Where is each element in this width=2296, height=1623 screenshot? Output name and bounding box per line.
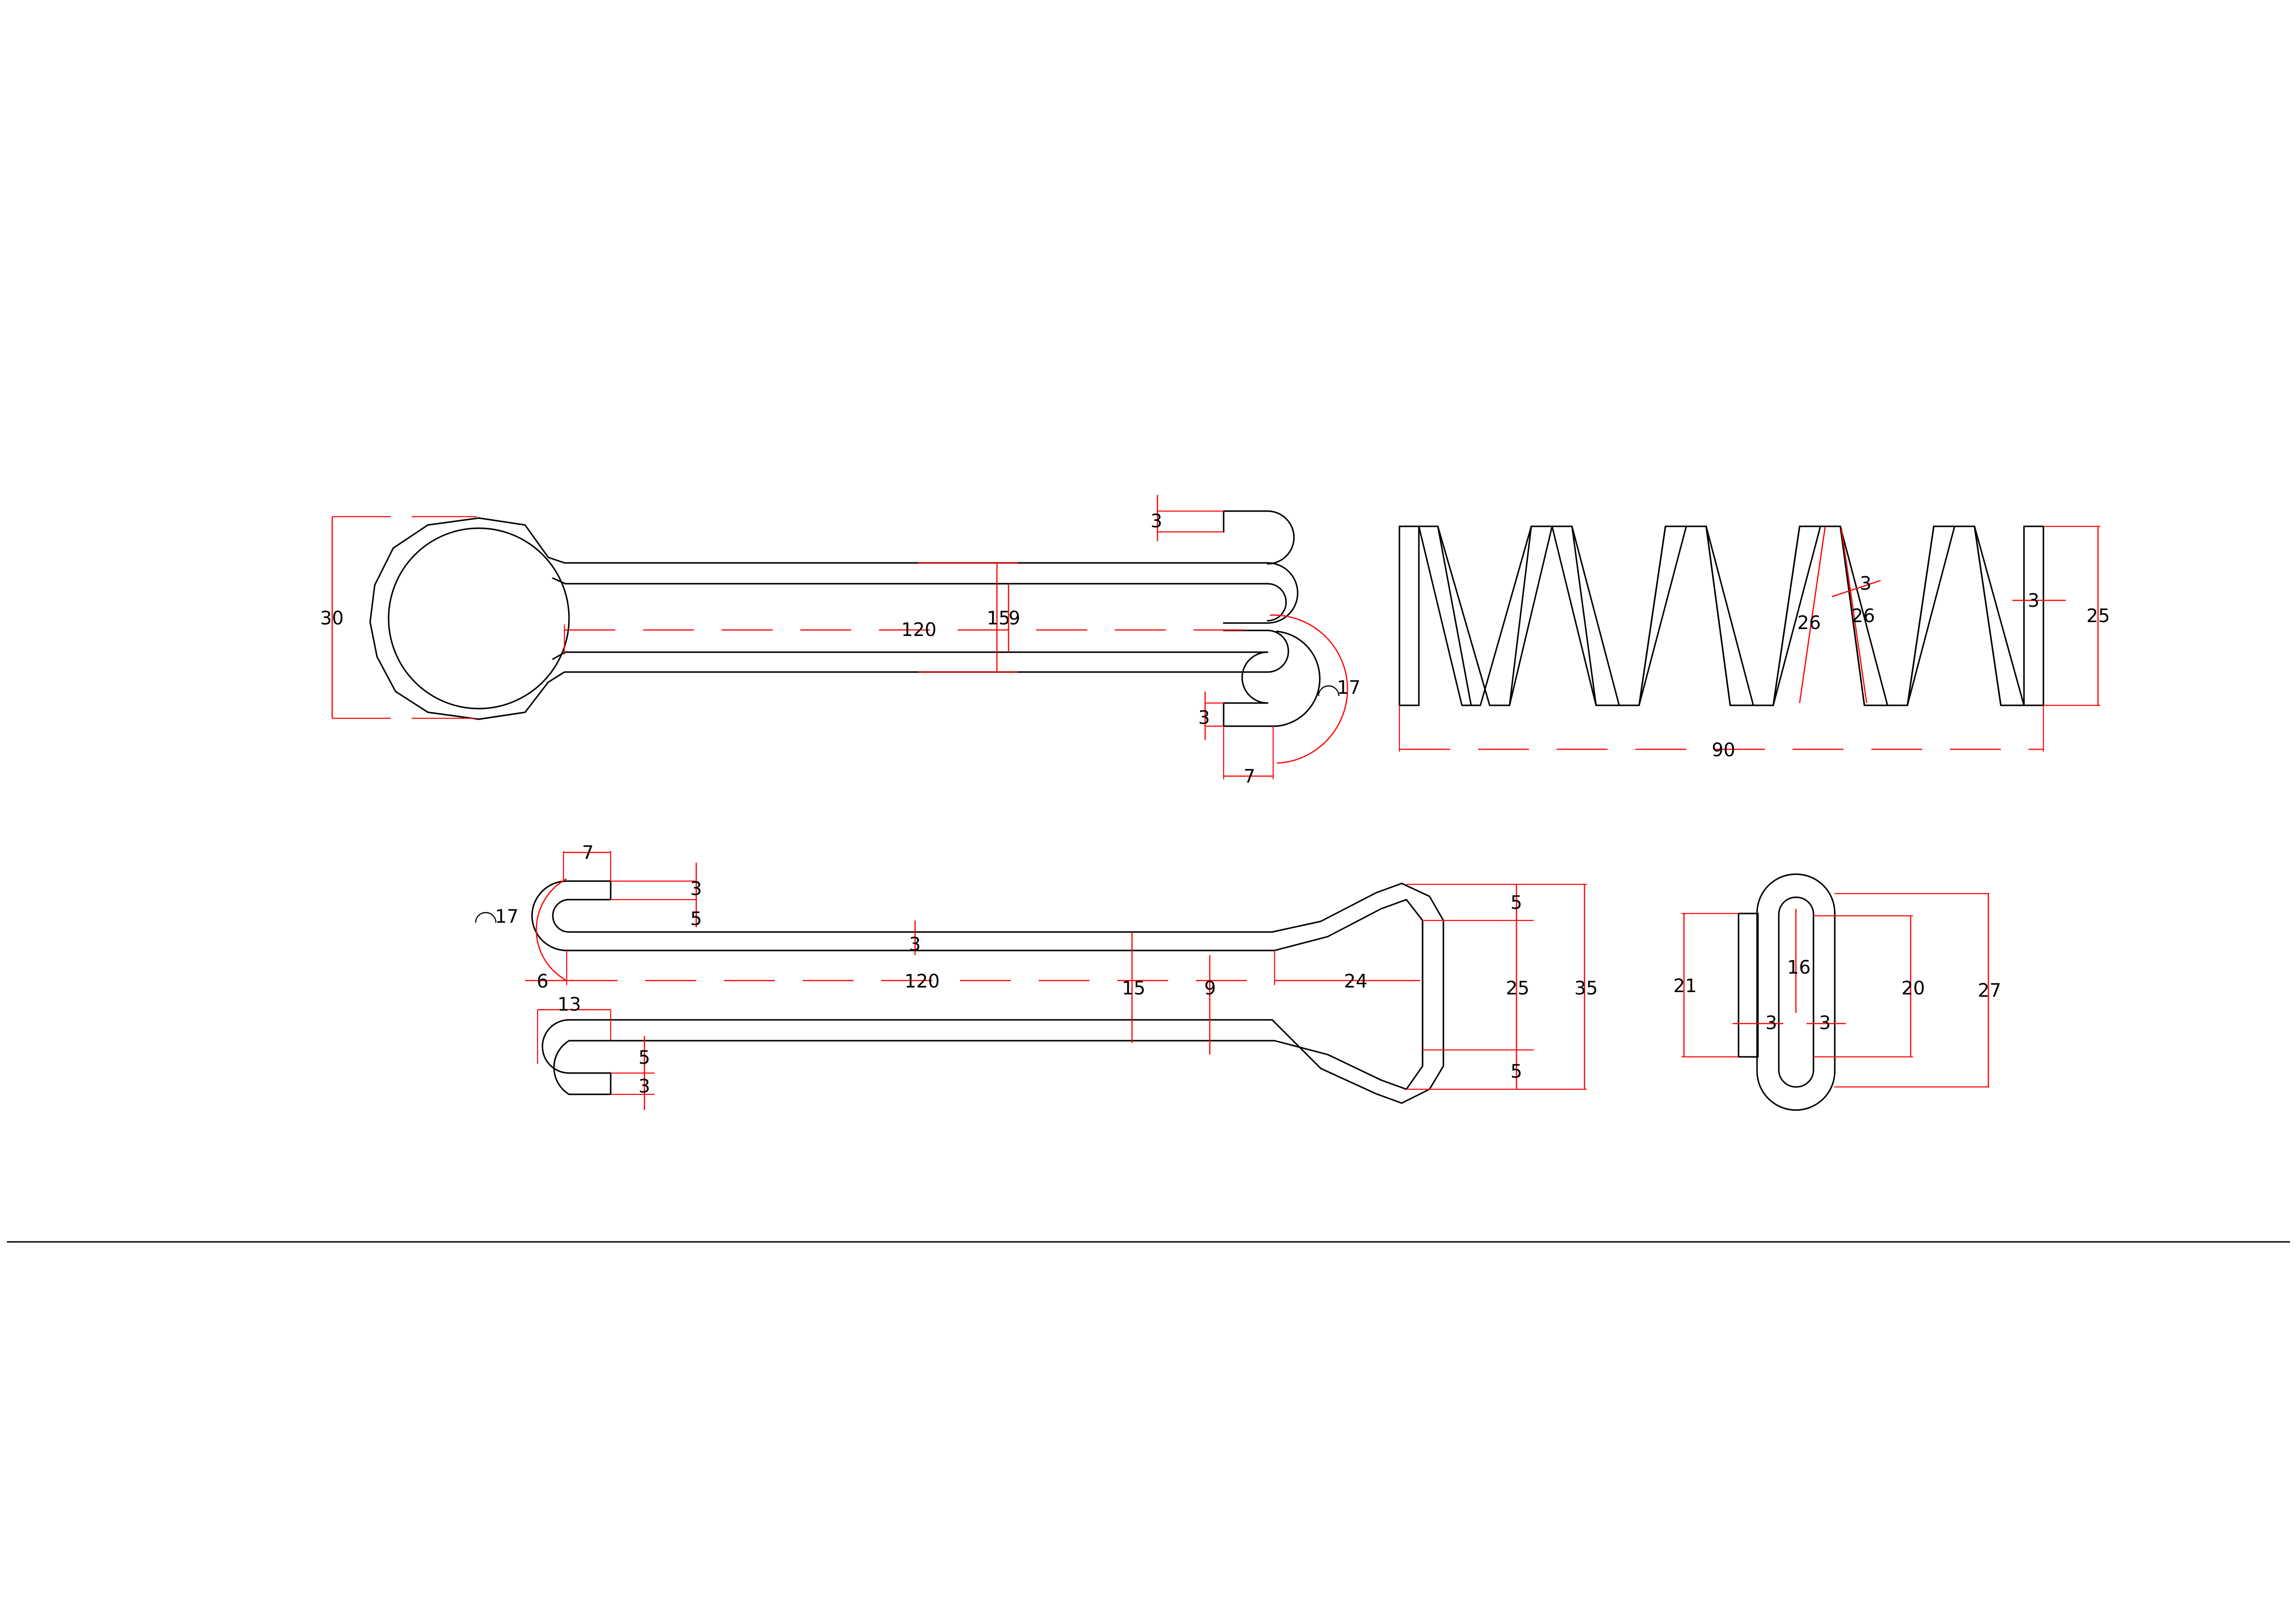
dim-hp-r17-arc <box>536 878 567 981</box>
loop-pin-hook-top <box>1223 510 1295 565</box>
loop-pin-ring-inner <box>388 527 570 710</box>
dim-3-top-label: 3 <box>1151 511 1162 532</box>
dim-26-left-label: 26 <box>1797 612 1821 634</box>
loop-pin-ring-outer <box>478 517 1299 624</box>
dim-oc-21-label: 21 <box>1673 975 1697 997</box>
dim-hp-15-label: 15 <box>1122 978 1145 999</box>
loop-pin-shank-inner <box>552 577 1287 622</box>
dim-26-left-line <box>1799 527 1826 704</box>
dim-hp-9-label: 9 <box>1204 978 1216 999</box>
dim-oc-27-label: 27 <box>1978 980 2001 1001</box>
dim-oc-3-right-label: 3 <box>1819 1012 1831 1034</box>
dim-3-bottom-label: 3 <box>1198 707 1210 728</box>
loop-pin-hook-bottom <box>1223 630 1321 727</box>
dim-hp-r17-label: 17 <box>495 906 519 927</box>
dim-hp-25-label: 25 <box>1506 978 1529 999</box>
dim-26-right-label: 26 <box>1851 605 1875 627</box>
loop-pin-shank-inner-lower <box>552 651 1269 704</box>
dim-oc-20-label: 20 <box>1901 978 1925 999</box>
spring-coil-back <box>1418 525 2025 706</box>
dim-hp-6-label: 6 <box>537 971 548 992</box>
hook-pin-upper-rod-inner <box>541 882 1444 1104</box>
dim-r17-arc-symbol <box>1318 685 1340 697</box>
oval-clip-part: 21 16 3 3 20 27 <box>1673 873 2001 1111</box>
dim-hp-24-label: 24 <box>1344 971 1368 992</box>
spring-coil-front <box>1418 525 2025 706</box>
dim-7-label: 7 <box>1244 766 1255 787</box>
dim-hp-3-top-label: 3 <box>690 878 702 900</box>
double-hook-pin-part: 7 17 6 13 3 5 3 120 15 9 2 <box>475 842 1598 1110</box>
dim-hp-7-label: 7 <box>582 842 594 864</box>
dim-26-right-line <box>1840 527 1868 704</box>
dim-r17-arc <box>1269 614 1348 764</box>
dim-hp-3-center-label: 3 <box>909 934 921 955</box>
dim-r17-label: 17 <box>1337 677 1361 698</box>
dim-15-label: 15 <box>987 608 1010 629</box>
loop-pin-ring-outer-lower <box>369 517 1289 720</box>
dim-hp-5-lower-label: 5 <box>1510 1061 1522 1082</box>
dim-hp-120-label: 120 <box>904 971 940 992</box>
oval-clip-inner <box>1778 896 1814 1088</box>
dim-oc-3-left-label: 3 <box>1765 1012 1777 1034</box>
dim-hp-5-upper-label: 5 <box>1510 892 1522 913</box>
spring-end-plate-left <box>1399 525 1420 706</box>
coil-spring-part: 90 25 3 26 26 3 <box>1399 525 2110 761</box>
dim-hp-5-bottom-label: 5 <box>638 1047 650 1068</box>
hook-pin-upper-rod <box>531 880 1423 1095</box>
spring-coil-back-2 <box>1437 525 2002 706</box>
dim-spring-3-label: 3 <box>2028 590 2039 611</box>
dim-90-label: 90 <box>1712 740 1735 761</box>
dim-hp-5-top-label: 5 <box>690 908 702 930</box>
dim-hp-13-label: 13 <box>557 994 581 1015</box>
dim-spring-pitch-line <box>1832 580 1881 598</box>
loop-pin-part: 30 120 15 9 3 3 7 17 <box>320 495 1361 787</box>
dim-25-label: 25 <box>2086 605 2110 627</box>
dim-9-label: 9 <box>1009 608 1020 629</box>
dim-120-label: 120 <box>901 619 936 641</box>
spring-end-plate-right <box>2023 525 2044 706</box>
dim-30-label: 30 <box>320 608 344 629</box>
oval-clip-outer <box>1756 873 1836 1111</box>
dim-hp-3-bottom-label: 3 <box>638 1076 650 1097</box>
oval-clip-stem <box>1738 913 1759 1058</box>
dim-hp-35-label: 35 <box>1574 978 1598 999</box>
dim-spring-pitch-label: 3 <box>1860 573 1871 594</box>
dim-hp-r17-arc-symbol <box>475 912 497 923</box>
dim-oc-16-label: 16 <box>1787 957 1811 978</box>
